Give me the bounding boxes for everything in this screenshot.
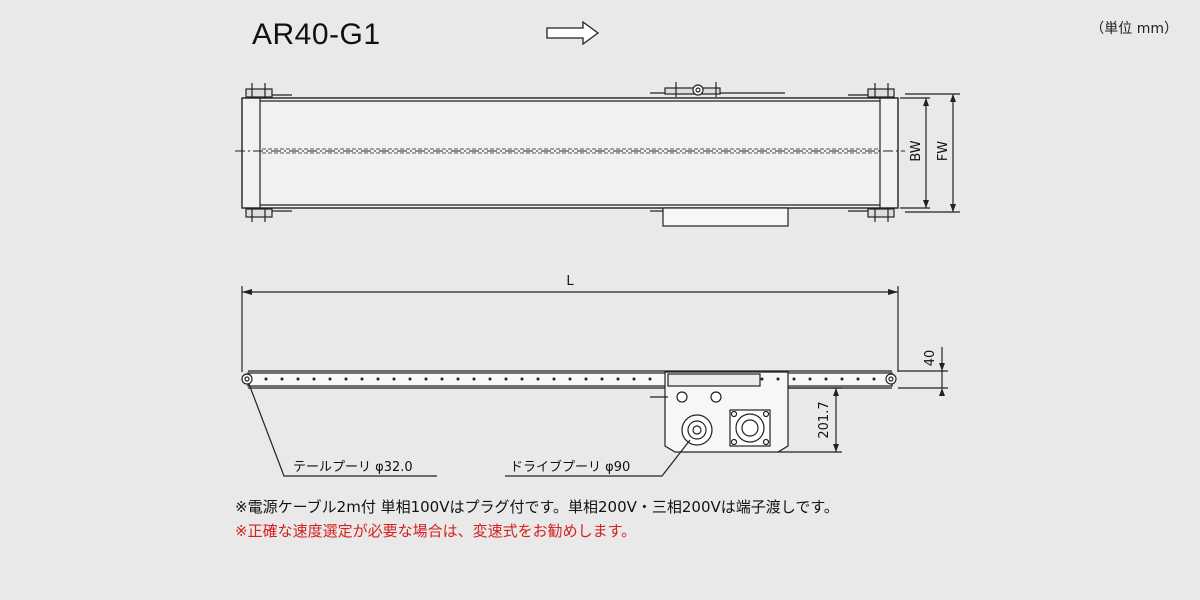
belt-hole <box>440 377 444 381</box>
tail-pulley-label: テールプーリ φ32.0 <box>293 460 413 475</box>
belt-hole <box>600 377 604 381</box>
bracket-top-left <box>245 83 292 98</box>
cable-note: ※電源ケーブル2m付 単相100Vはプラグ付です。単相200V・三相200Vは端… <box>235 498 839 516</box>
belt-hole <box>632 377 636 381</box>
tail-pulley <box>241 373 253 385</box>
belt-hole <box>648 377 652 381</box>
belt-hole <box>488 377 492 381</box>
belt-hole <box>344 377 348 381</box>
belt-hole <box>376 377 380 381</box>
belt-hole <box>264 377 268 381</box>
belt-perforation <box>264 377 876 381</box>
belt-hole <box>536 377 540 381</box>
model-title: AR40-G1 <box>252 18 381 51</box>
belt-hole <box>616 377 620 381</box>
belt-hole <box>824 377 828 381</box>
belt-hole <box>392 377 396 381</box>
belt-hole <box>328 377 332 381</box>
belt-hole <box>840 377 844 381</box>
bracket-bottom-right <box>848 208 895 222</box>
belt-hole <box>872 377 876 381</box>
speed-note: ※正確な速度選定が必要な場合は、変速式をお勧めします。 <box>235 522 637 540</box>
belt-hole <box>472 377 476 381</box>
belt-hole <box>280 377 284 381</box>
bw-label: BW <box>909 140 924 161</box>
belt-hole <box>504 377 508 381</box>
belt-hole <box>360 377 364 381</box>
height-label: 40 <box>923 350 938 367</box>
top-view <box>235 82 960 227</box>
bracket-bottom-left <box>245 208 292 222</box>
right-arrow-icon <box>546 20 600 46</box>
motor-top <box>662 207 789 227</box>
belt-hole <box>296 377 300 381</box>
belt-hole <box>856 377 860 381</box>
drive-pulley-label: ドライブプーリ φ90 <box>510 459 630 475</box>
dimension-arrows <box>242 94 956 452</box>
belt-hole <box>520 377 524 381</box>
belt-hole <box>568 377 572 381</box>
motor-height-label: 201.7 <box>817 401 832 438</box>
belt-hole <box>312 377 316 381</box>
belt-hole <box>408 377 412 381</box>
belt-hole <box>456 377 460 381</box>
belt-hole <box>808 377 812 381</box>
tail-pulley-leader <box>248 383 437 477</box>
belt-hole <box>792 377 796 381</box>
tensioner <box>650 82 785 97</box>
drive-pulley <box>681 414 713 446</box>
length-label: L <box>566 274 574 289</box>
drive-pulley-leader <box>505 439 691 477</box>
fw-label: FW <box>936 141 951 161</box>
bracket-top-right <box>848 83 895 98</box>
belt-hole <box>552 377 556 381</box>
belt-hole <box>584 377 588 381</box>
belt-hole <box>776 377 780 381</box>
belt-hole <box>760 377 764 381</box>
unit-note: （単位 mm） <box>1090 21 1178 37</box>
belt-hole <box>424 377 428 381</box>
side-view <box>241 286 948 477</box>
